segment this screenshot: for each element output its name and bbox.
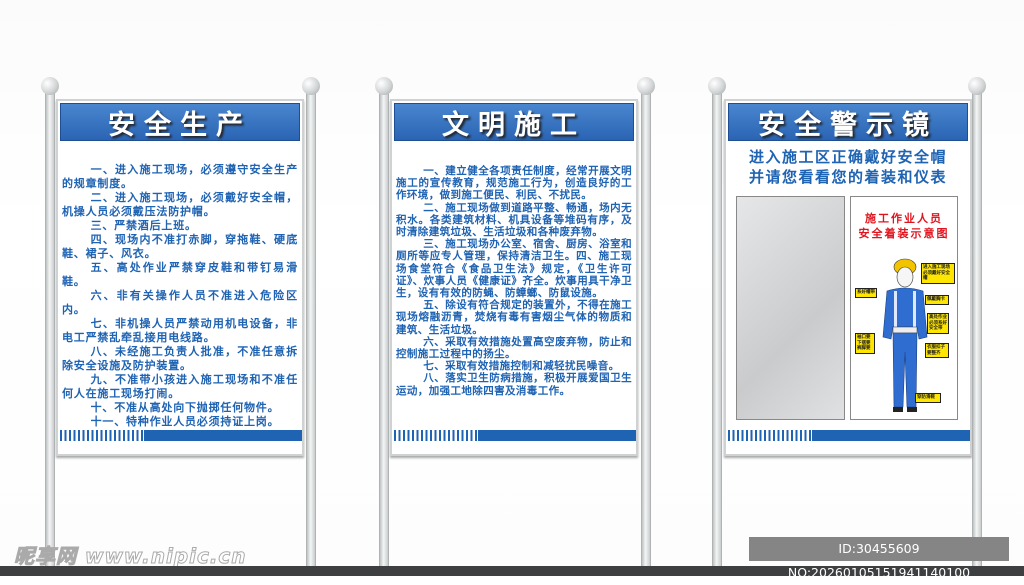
- decorative-stripe: [60, 430, 302, 441]
- rule-item: 八、未经施工负责人批准，不准任意拆除安全设施及防护装置。: [62, 345, 298, 372]
- subtitle-line: 进入施工区正确戴好安全帽: [748, 148, 947, 166]
- rules-list: 一、建立健全各项责任制度，经常开展文明施工的宣传教育，规范施工行为，创造良好的工…: [396, 165, 632, 397]
- rule-item: 二、施工现场做到道路平整、畅通，场内无积水。各类建筑材料、机具设备等堆码有序，及…: [396, 201, 632, 239]
- board-safety-production: 安全生产 一、进入施工现场，必须遵守安全生产的规章制度。 二、进入施工现场，必须…: [56, 99, 304, 456]
- sign-pole: [45, 86, 55, 566]
- rule-item: 二、进入施工现场，必须戴好安全帽，机操人员必须戴压法防护帽。: [62, 191, 298, 218]
- pole-cap: [708, 77, 726, 95]
- pole-cap: [637, 77, 655, 95]
- sign-pole: [712, 86, 722, 566]
- decorative-stripe: [728, 430, 970, 441]
- board-civilized-construction: 文明施工 一、建立健全各项责任制度，经常开展文明施工的宣传教育，规范施工行为，创…: [390, 99, 638, 456]
- label-buttons: 衣服扣子要整齐: [925, 343, 949, 358]
- sign-pole: [306, 86, 316, 566]
- subtitle-line: 并请您看看您的着装和仪表: [748, 168, 947, 186]
- board-safety-mirror: 安全警示镜 进入施工区正确戴好安全帽 并请您看看您的着装和仪表 施工作业人员 安…: [724, 99, 972, 456]
- board-subtitle: 进入施工区正确戴好安全帽 并请您看看您的着装和仪表: [726, 147, 970, 187]
- rule-item: 十一、特种作业人员必须持证上岗。: [90, 415, 280, 428]
- rule-item: 一、进入施工现场，必须遵守安全生产的规章制度。: [62, 163, 298, 190]
- sign-pole: [641, 86, 651, 566]
- pole-cap: [375, 77, 393, 95]
- rules-list: 一、进入施工现场，必须遵守安全生产的规章制度。 二、进入施工现场，必须戴好安全帽…: [62, 163, 298, 429]
- label-helmet: 进入施工现场必须戴好安全帽: [921, 263, 955, 284]
- board-title: 安全警示镜: [728, 103, 968, 141]
- diagram-title-line: 安全着装示意图: [858, 227, 950, 240]
- rule-item: 十、不准从高处向下抛掷任何物件。: [90, 401, 280, 414]
- rule-item: 三、施工现场办公室、宿舍、厨房、浴室和厕所等应专人管理，保持清洁卫生。四、施工现…: [396, 238, 632, 300]
- label-belt: 高处作业必须系好安全带: [927, 313, 949, 334]
- attire-diagram: 施工作业人员 安全着装示意图 进入施工现场必须戴好安全帽 系好帽带 佩戴胸卡 高…: [850, 196, 958, 420]
- pole-cap: [302, 77, 320, 95]
- rule-item: 一、建立健全各项责任制度，经常开展文明施工的宣传教育，规范施工行为，创造良好的工…: [396, 165, 632, 202]
- label-strap: 系好帽带: [855, 288, 877, 298]
- board-title: 文明施工: [394, 103, 634, 141]
- mirror: [736, 196, 845, 420]
- rule-item: 五、除设有符合规定的装置外，不得在施工现场熔融沥青，焚烧有毒有害烟尘气体的物质和…: [396, 299, 632, 336]
- worker-figure-icon: [882, 258, 928, 412]
- rule-item: 六、非有关操作人员不准进入危险区内。: [62, 289, 298, 316]
- diagram-title-line: 施工作业人员: [865, 212, 943, 225]
- sign-pole: [379, 86, 389, 566]
- rule-item: 三、严禁酒后上班。: [90, 219, 197, 232]
- pole-cap: [968, 77, 986, 95]
- pole-cap: [41, 77, 59, 95]
- image-id-label: ID:30455609 NO:20260105151941140100: [749, 537, 1009, 580]
- watermark-logo: 昵享网 www.nipic.cn: [14, 544, 247, 569]
- rule-item: 八、落实卫生防病措施，积极开展爱国卫生运动，加强工地除四害及消毒工作。: [396, 372, 632, 397]
- rule-item: 五、高处作业严禁穿皮鞋和带钉易滑鞋。: [62, 261, 298, 288]
- board-title: 安全生产: [60, 103, 300, 141]
- label-cuffs: 袖口要下摆要裤脚要: [855, 333, 875, 354]
- sign-pole: [972, 86, 982, 566]
- bottom-bar: [0, 566, 1024, 576]
- rule-item: 四、现场内不准打赤脚，穿拖鞋、硬底鞋、裙子、风衣。: [62, 233, 298, 260]
- label-badge: 佩戴胸卡: [925, 295, 949, 305]
- diagram-title: 施工作业人员 安全着装示意图: [851, 211, 957, 241]
- rule-item: 七、非机操人员严禁动用机电设备，非电工严禁乱牵乱接用电线路。: [62, 317, 298, 344]
- rule-item: 九、不准带小孩进入施工现场和不准任何人在施工现场打闹。: [62, 373, 298, 400]
- rule-item: 六、采取有效措施处置高空废弃物，防止和控制施工过程中的扬尘。: [396, 335, 632, 361]
- decorative-stripe: [394, 430, 636, 441]
- rule-item: 七、采取有效措施控制和减轻扰民噪音。: [423, 360, 620, 373]
- label-shoes: 穿防滑鞋: [915, 393, 941, 403]
